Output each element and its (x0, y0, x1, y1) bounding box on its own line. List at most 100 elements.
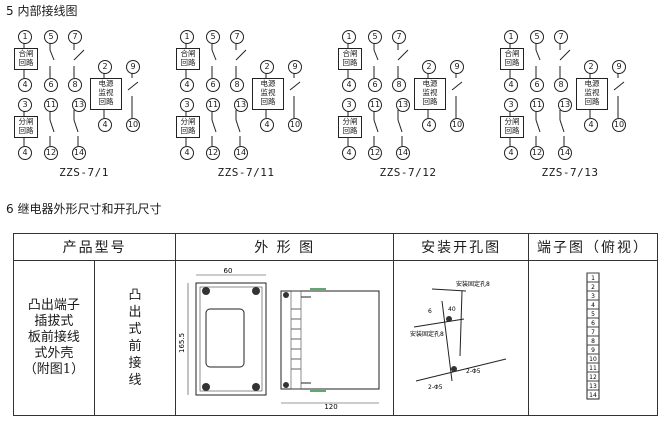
terminal-label: 14 (589, 392, 597, 399)
open-circuit-box: 分闸回路 (338, 116, 362, 138)
terminal-node: 4 (18, 78, 32, 92)
terminal-node: 8 (392, 78, 406, 92)
close-circuit-box: 合闸回路 (338, 48, 362, 70)
terminal-node: 11 (530, 98, 544, 112)
terminal-node: 1 (180, 30, 194, 44)
terminal-node: 5 (368, 30, 382, 44)
terminal-node: 10 (288, 118, 302, 132)
cutout-dim-b: 6 (428, 308, 432, 315)
terminal-node: 2 (98, 60, 112, 74)
terminal-node: 4 (422, 118, 436, 132)
terminal-label: 1 (591, 275, 595, 282)
terminal-node: 7 (554, 30, 568, 44)
terminal-node: 7 (68, 30, 82, 44)
terminal-node: 9 (288, 60, 302, 74)
terminal-node: 6 (368, 78, 382, 92)
terminal-label: 8 (591, 338, 595, 345)
diagram-caption: ZZS-7/1 (59, 166, 109, 179)
terminal-node: 14 (558, 146, 572, 160)
header-cutout: 安装开孔图 (393, 233, 530, 261)
model-description: 凸出端子插拔式板前接线式外壳（附图1） (23, 298, 85, 377)
terminal-node: 3 (180, 98, 194, 112)
terminal-label: 13 (589, 383, 597, 390)
terminal-node: 5 (206, 30, 220, 44)
terminal-node: 8 (554, 78, 568, 92)
close-circuit-box: 合闸回路 (14, 48, 38, 70)
terminal-node: 4 (98, 118, 112, 132)
terminal-node: 3 (18, 98, 32, 112)
table-row: 凸出端子插拔式板前接线式外壳（附图1） 凸出式前接线 60 165.5 (13, 260, 658, 416)
terminal-label: 7 (591, 329, 595, 336)
terminal-label: 11 (589, 365, 597, 372)
terminal-node: 12 (44, 146, 58, 160)
open-circuit-box: 分闸回路 (500, 116, 524, 138)
diagram-caption: ZZS-7/13 (541, 166, 599, 179)
terminal-label: 12 (589, 374, 597, 381)
terminal-label: 10 (589, 356, 597, 363)
terminal-node: 14 (396, 146, 410, 160)
terminal-node: 10 (612, 118, 626, 132)
terminal-node: 8 (230, 78, 244, 92)
table-header-row: 产品型号 外 形 图 安装开孔图 端子图（俯视） (12, 233, 658, 261)
outline-drawing: 60 165.5 120 (178, 267, 380, 411)
terminal-node: 14 (72, 146, 86, 160)
section-5-title: 5 内部接线图 (6, 4, 78, 18)
close-circuit-box: 合闸回路 (176, 48, 200, 70)
terminal-node: 14 (234, 146, 248, 160)
diagram-caption: ZZS-7/11 (217, 166, 275, 179)
terminal-node: 7 (230, 30, 244, 44)
dim-height: 165.5 (178, 333, 186, 353)
cutout-dim-d: 2-Φ5 (428, 384, 443, 391)
terminal-node: 4 (504, 146, 518, 160)
section-6-title: 6 继电器外形尺寸和开孔尺寸 (6, 202, 162, 216)
power-monitor-box: 电源监视回路 (90, 78, 122, 110)
terminal-node: 5 (44, 30, 58, 44)
dimension-table: 产品型号 外 形 图 安装开孔图 端子图（俯视） 凸出端子插拔式板前接线式外壳（… (12, 233, 658, 416)
terminal-node: 6 (206, 78, 220, 92)
cutout-drawing: 安装固定孔8 安装固定孔8 40 6 2-Φ5 2-Φ5 (410, 280, 507, 391)
dim-depth: 120 (325, 403, 338, 411)
header-outline: 外 形 图 (175, 233, 395, 261)
terminal-node: 6 (44, 78, 58, 92)
power-monitor-box: 电源监视回路 (576, 78, 608, 110)
terminal-label: 5 (591, 311, 595, 318)
power-monitor-box: 电源监视回路 (414, 78, 446, 110)
terminal-node: 2 (422, 60, 436, 74)
terminal-node: 3 (342, 98, 356, 112)
terminal-node: 4 (180, 146, 194, 160)
terminal-node: 4 (584, 118, 598, 132)
terminal-node: 1 (342, 30, 356, 44)
terminal-label: 9 (591, 347, 595, 354)
terminal-node: 4 (342, 146, 356, 160)
terminal-node: 13 (234, 98, 248, 112)
header-terminal: 端子图（俯视） (528, 233, 658, 261)
terminal-node: 4 (18, 146, 32, 160)
terminal-label: 2 (591, 284, 595, 291)
terminal-node: 11 (368, 98, 382, 112)
cutout-label-top: 安装固定孔8 (456, 280, 490, 288)
power-monitor-box: 电源监视回路 (252, 78, 284, 110)
terminal-node: 2 (584, 60, 598, 74)
cutout-dim-c: 2-Φ5 (466, 368, 481, 375)
terminal-node: 13 (396, 98, 410, 112)
terminal-node: 7 (392, 30, 406, 44)
terminal-node: 6 (530, 78, 544, 92)
terminal-node: 12 (530, 146, 544, 160)
terminal-node: 9 (450, 60, 464, 74)
dim-width: 60 (224, 267, 233, 275)
diagram-caption: ZZS-7/12 (379, 166, 437, 179)
close-circuit-box: 合闸回路 (500, 48, 524, 70)
terminal-node: 12 (206, 146, 220, 160)
terminal-node: 1 (504, 30, 518, 44)
terminal-node: 13 (558, 98, 572, 112)
header-model: 产品型号 (12, 233, 177, 261)
terminal-node: 9 (126, 60, 140, 74)
cutout-dim-a: 40 (448, 306, 456, 313)
terminal-node: 11 (44, 98, 58, 112)
terminal-node: 3 (504, 98, 518, 112)
terminal-node: 4 (260, 118, 274, 132)
terminal-node: 4 (180, 78, 194, 92)
terminal-node: 9 (612, 60, 626, 74)
